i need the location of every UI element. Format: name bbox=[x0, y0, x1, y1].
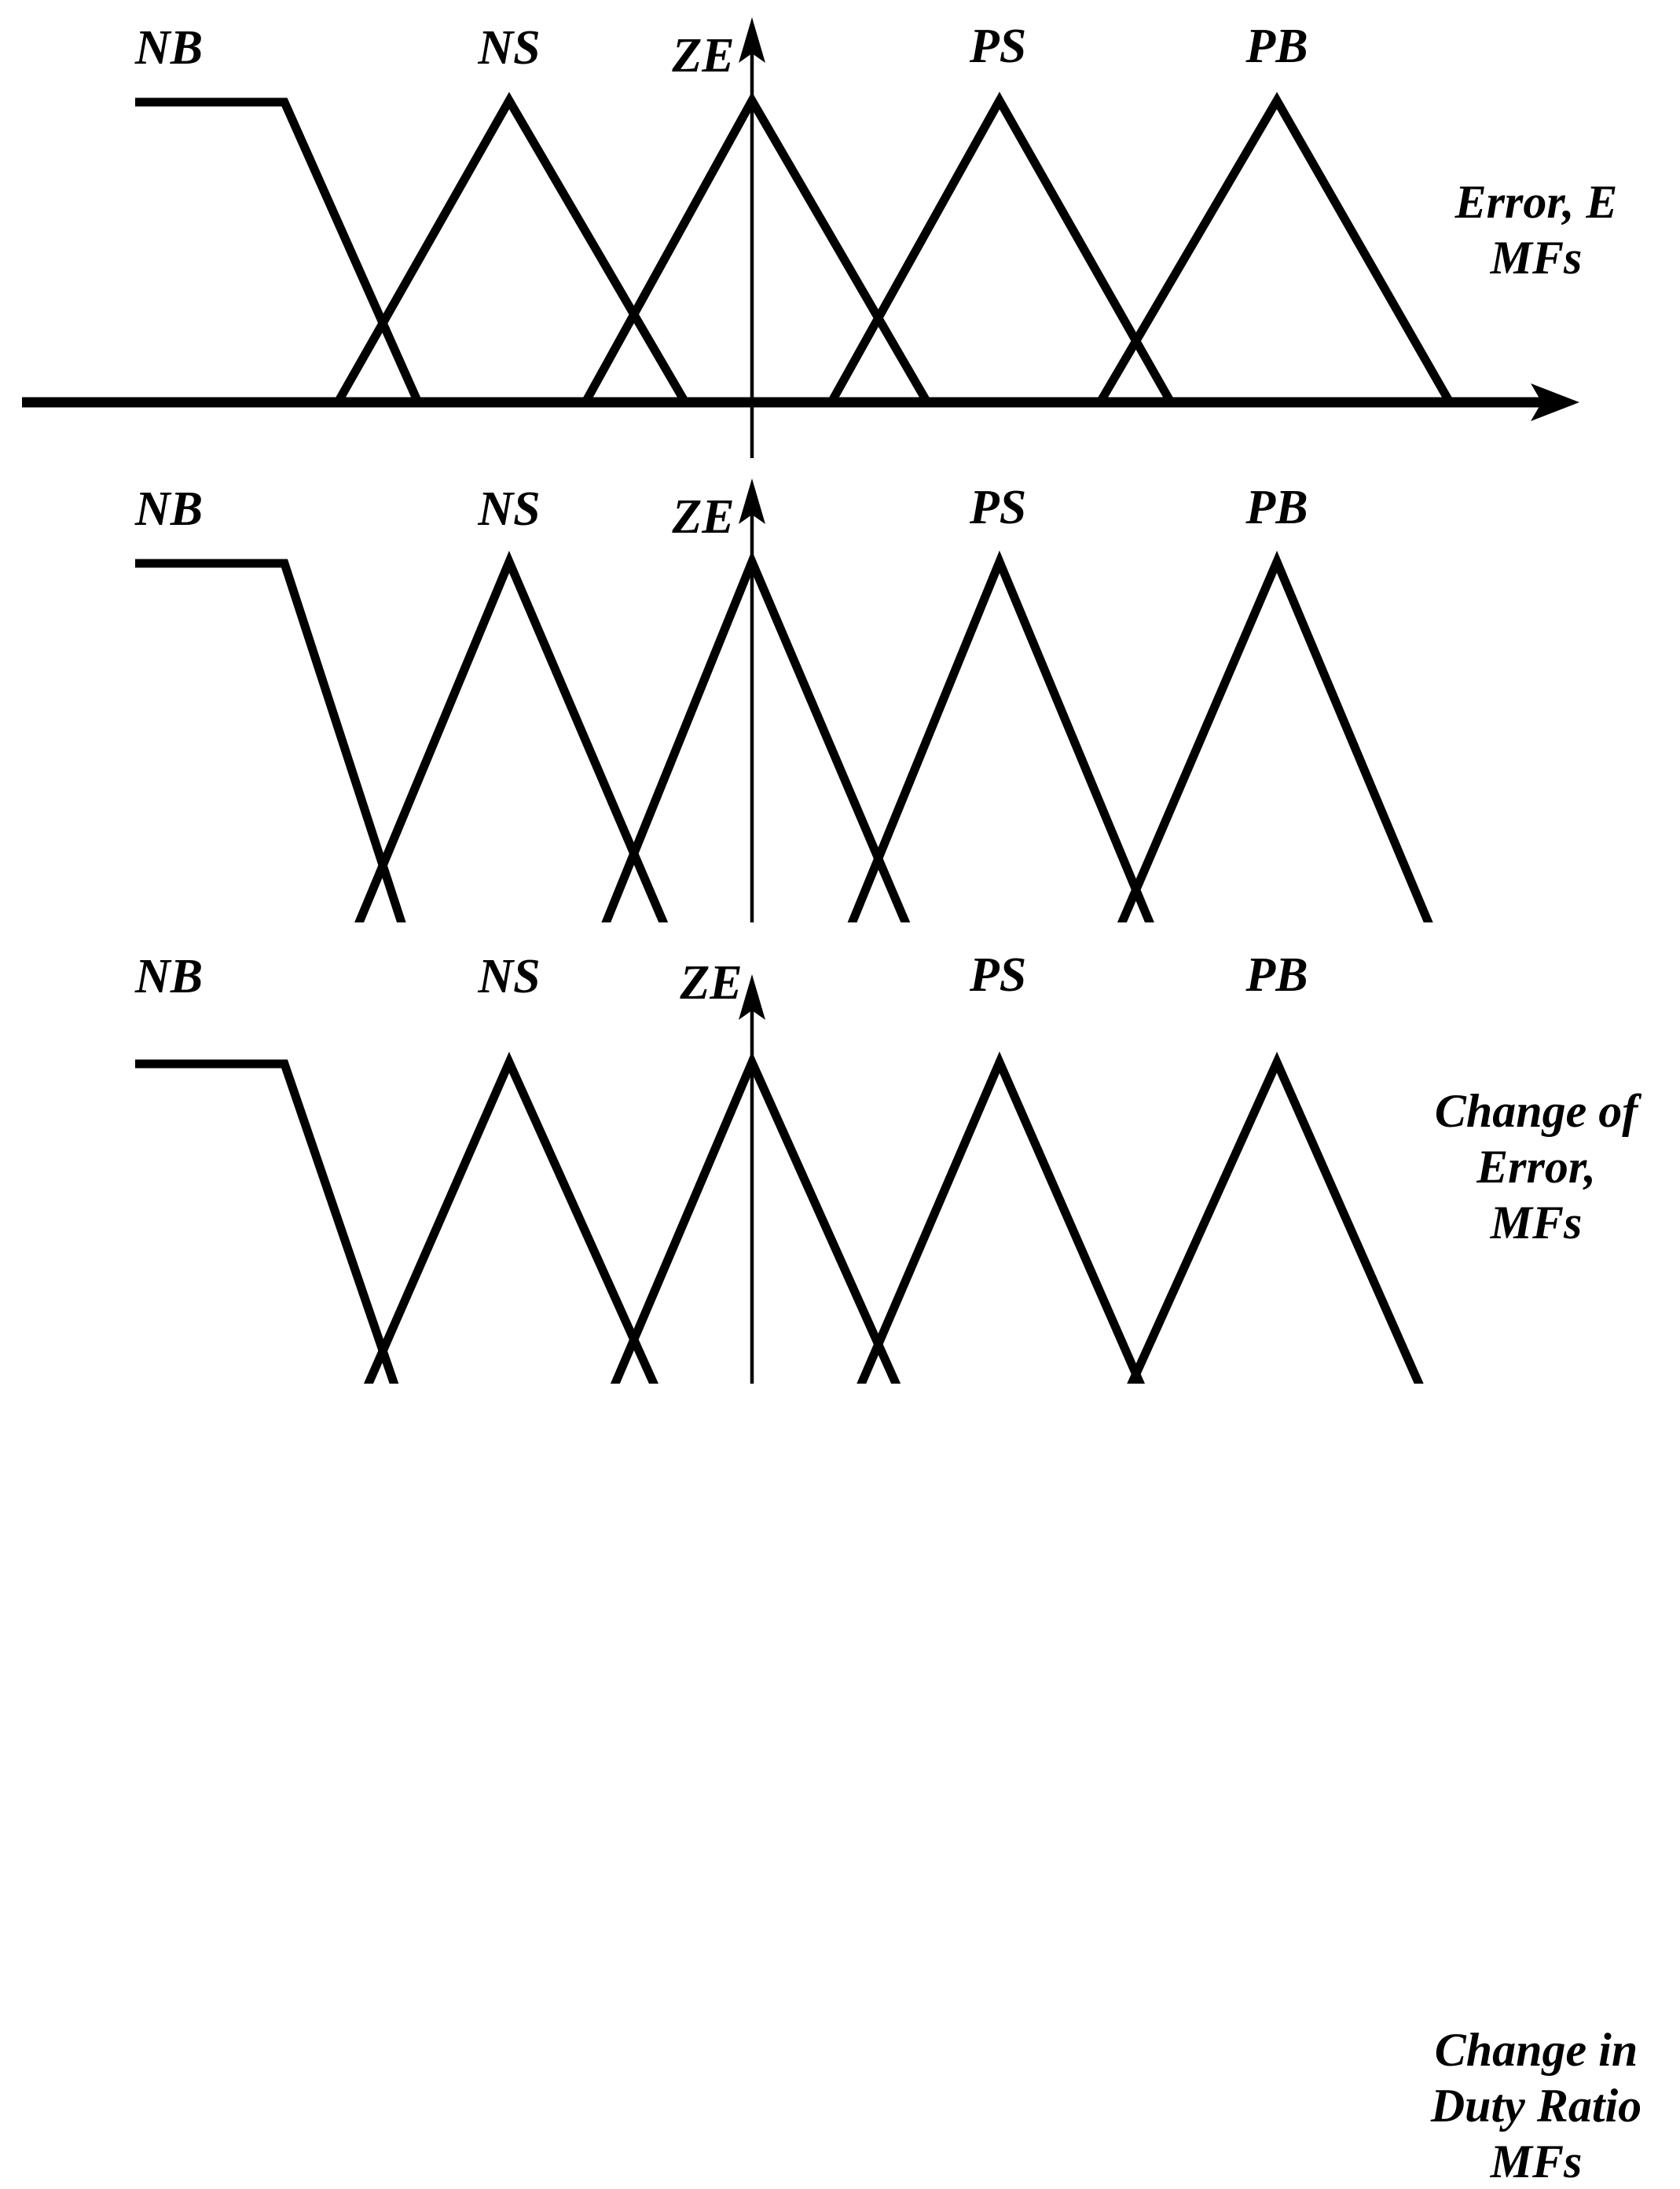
mf-curve-ps bbox=[847, 550, 1154, 922]
term-label-pb: PB bbox=[1245, 20, 1308, 73]
mf-panel-error: NB NS ZE PS PB Error, E MFs bbox=[0, 0, 1680, 461]
panel-caption-change-of-error: Change of Error, MFs bbox=[1434, 1085, 1638, 1248]
term-label-ps: PS bbox=[969, 481, 1027, 534]
panel-caption-change-in-duty-ratio: Change in Duty Ratio MFs bbox=[1430, 2024, 1642, 2187]
panel-caption-error: Error, E MFs bbox=[1454, 176, 1618, 284]
mf-curve-ze bbox=[610, 1051, 901, 1384]
term-label-ze: ZE bbox=[672, 29, 735, 82]
mf-curve-nb bbox=[135, 559, 406, 922]
mf-curve-pb bbox=[1117, 550, 1433, 922]
mf-plot-change-in-duty-ratio bbox=[135, 974, 1424, 1384]
mf-plot-change-of-error bbox=[135, 478, 1433, 922]
mf-curve-nb bbox=[135, 97, 423, 405]
mf-plot-error bbox=[22, 17, 1579, 458]
mf-panel-change-of-error: NB NS ZE PS PB Change of Error, MFs bbox=[0, 461, 1680, 1248]
y-axis-arrowhead-icon bbox=[739, 17, 765, 63]
term-label-ns: NS bbox=[478, 482, 541, 536]
term-label-ze: ZE bbox=[672, 490, 735, 544]
term-label-ns: NS bbox=[478, 950, 541, 1003]
mf-curve-ps bbox=[827, 91, 1175, 405]
mf-curve-nb bbox=[135, 1059, 399, 1384]
y-axis-arrowhead-icon bbox=[739, 974, 765, 1020]
mf-curve-ps bbox=[857, 1051, 1146, 1384]
y-axis-arrowhead-icon bbox=[739, 478, 765, 524]
mf-curve-ns bbox=[363, 1051, 658, 1384]
term-label-nb: NB bbox=[134, 950, 204, 1003]
x-axis-arrowhead-icon bbox=[1531, 383, 1579, 421]
mf-curve-pb bbox=[1096, 92, 1454, 405]
term-label-ps: PS bbox=[969, 20, 1027, 73]
term-label-ns: NS bbox=[478, 21, 541, 75]
mf-curve-ns bbox=[334, 91, 689, 405]
term-label-nb: NB bbox=[134, 21, 204, 75]
term-label-ps: PS bbox=[969, 948, 1027, 1002]
term-label-ze: ZE bbox=[680, 956, 743, 1010]
mf-curve-pb bbox=[1127, 1051, 1424, 1384]
mf-panel-change-in-duty-ratio: NB NS ZE PS PB Change in Duty Ratio MFs bbox=[0, 922, 1680, 2187]
mf-curve-ns bbox=[354, 550, 669, 922]
mf-curve-ze bbox=[581, 91, 931, 405]
term-label-pb: PB bbox=[1245, 948, 1308, 1002]
term-label-pb: PB bbox=[1245, 481, 1308, 534]
term-label-nb: NB bbox=[134, 482, 204, 536]
